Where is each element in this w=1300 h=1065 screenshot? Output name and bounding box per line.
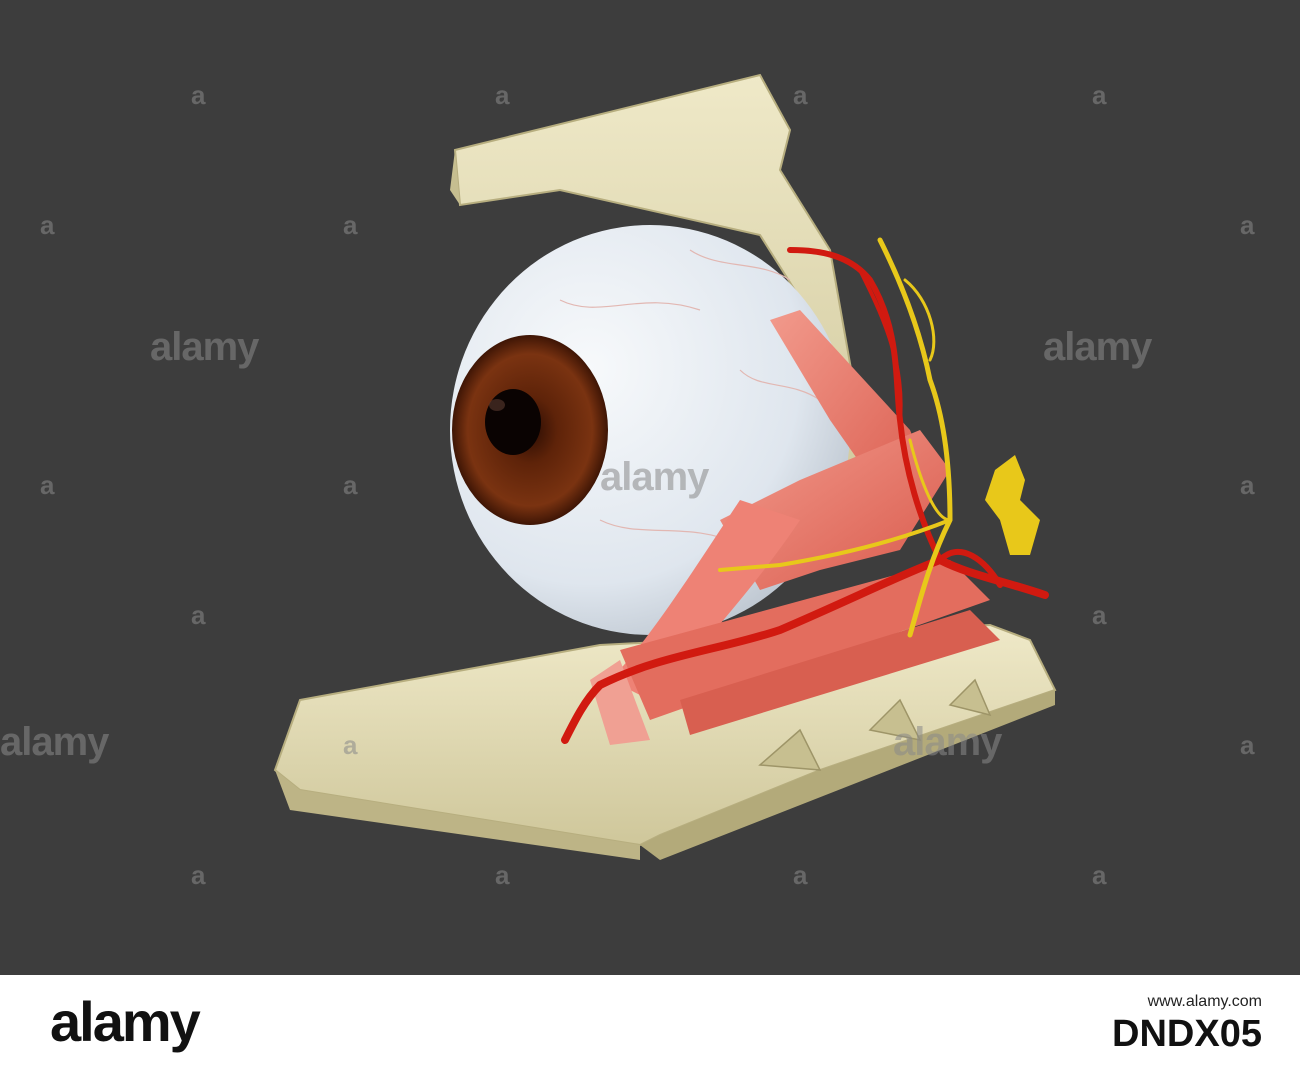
watermark-mark: a [1092, 860, 1107, 890]
watermark-mark: a [495, 80, 510, 110]
pupil [485, 389, 541, 455]
watermark-mark: a [191, 80, 206, 110]
watermark-word: alamy [1043, 325, 1152, 369]
brand-logo: alamy [50, 990, 201, 1053]
site-url: www.alamy.com [1147, 993, 1262, 1010]
watermark-mark: a [1240, 210, 1255, 240]
watermark-mark: a [1240, 730, 1255, 760]
extraocular-muscles [590, 310, 1000, 745]
watermark-mark: a [495, 860, 510, 890]
watermark-mark: a [343, 210, 358, 240]
watermark-mark: a [1092, 80, 1107, 110]
image-info: www.alamy.com DNDX05 [1112, 993, 1262, 1056]
watermark-mark: a [40, 470, 55, 500]
watermark-mark: a [793, 80, 808, 110]
arteries [561, 247, 1049, 744]
eye-anatomy-illustration [273, 73, 1057, 860]
watermark-word: alamy [0, 720, 109, 764]
nerves [718, 237, 953, 638]
watermark-mark: a [343, 730, 358, 760]
watermark-word: alamy [150, 325, 259, 369]
watermark-word: alamy [893, 720, 1002, 764]
watermark-mark: a [191, 600, 206, 630]
stock-footer: alamy www.alamy.com DNDX05 [0, 975, 1300, 1065]
illustration-canvas: a a a a a a a alamy alamy a a alamy a a … [0, 73, 1255, 890]
image-id: DNDX05 [1112, 1013, 1262, 1055]
watermark-mark: a [40, 210, 55, 240]
watermark-mark: a [343, 470, 358, 500]
watermark-mark: a [1092, 600, 1107, 630]
watermark-mark: a [1240, 470, 1255, 500]
ciliary-ganglion [985, 455, 1040, 555]
watermark-mark: a [191, 860, 206, 890]
watermark-mark: a [793, 860, 808, 890]
watermark-word: alamy [600, 455, 709, 499]
